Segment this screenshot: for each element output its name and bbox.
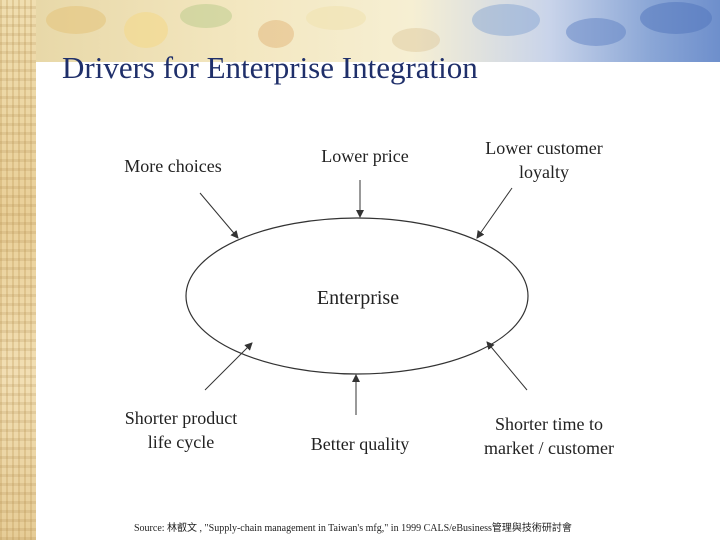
arrow-shorter-product-life-cycle (204, 342, 253, 391)
driver-shorter-time-to-market: Shorter time to market / customer (484, 414, 614, 458)
arrow-lower-customer-loyalty (476, 187, 513, 239)
flower-decoration-icon (46, 2, 712, 52)
decorative-left-strip (0, 0, 36, 540)
source-citation: Source: 林叡文 , "Supply-chain management i… (134, 523, 572, 534)
driver-lower-price: Lower price (321, 146, 409, 166)
driver-lower-customer-loyalty: Lower customer loyalty (485, 138, 603, 182)
enterprise-label: Enterprise (316, 287, 400, 309)
decorative-top-banner (36, 0, 720, 62)
driver-more-choices: More choices (124, 156, 222, 176)
page-title: Drivers for Enterprise Integration (62, 50, 478, 85)
driver-better-quality: Better quality (310, 434, 410, 454)
arrow-more-choices (199, 192, 239, 239)
driver-shorter-product-life-cycle: Shorter product life cycle (124, 408, 238, 452)
arrow-shorter-time-to-market (486, 341, 528, 391)
